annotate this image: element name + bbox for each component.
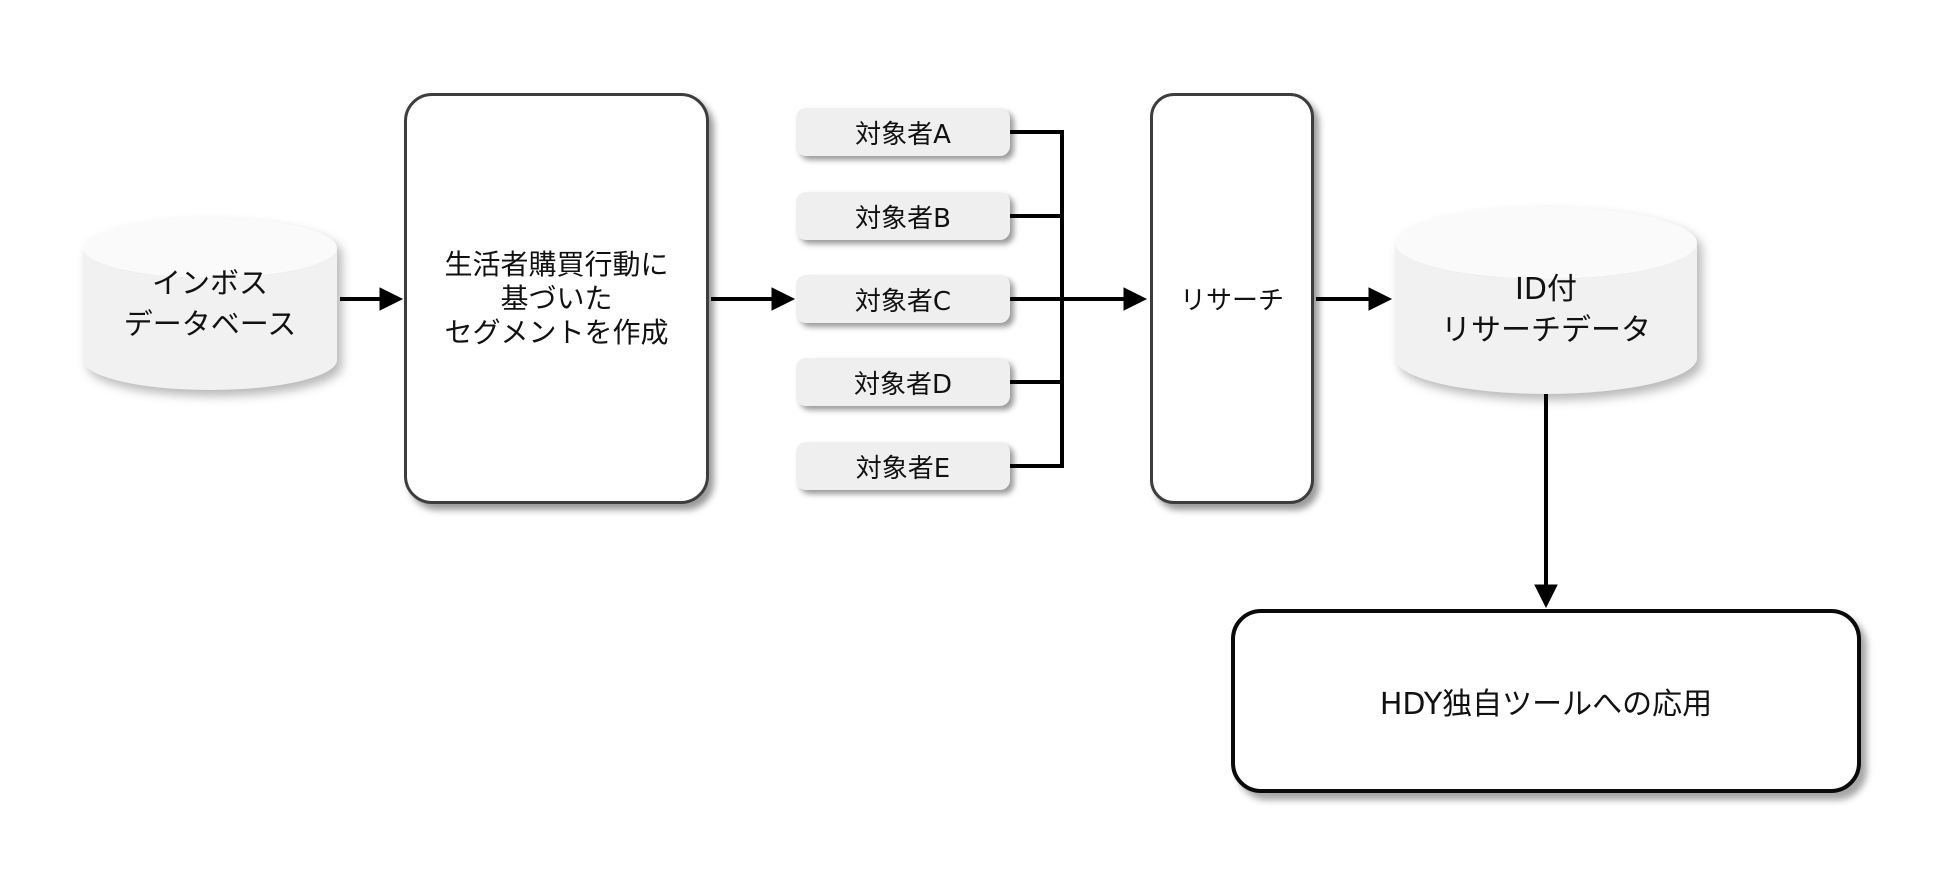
application-box: HDY独自ツールへの応用	[1231, 609, 1861, 793]
application-label: HDY独自ツールへの応用	[1379, 687, 1713, 722]
arrowhead-icon	[1368, 287, 1393, 311]
target-box-a: 対象者A	[796, 108, 1010, 156]
cylinder-top-ellipse	[1395, 207, 1697, 279]
arrowhead-icon	[1534, 584, 1558, 609]
source-database-label: インボス データベース	[83, 262, 337, 346]
segment-line1: 生活者購買行動に	[444, 247, 669, 281]
segment-line3: セグメントを作成	[444, 315, 669, 349]
target-label: 対象者C	[854, 286, 952, 317]
arrow-research-to-db	[1316, 287, 1393, 311]
arrow-bus-to-research	[1062, 287, 1148, 311]
arrow-db-to-application	[1534, 394, 1558, 609]
segment-creation-box: 生活者購買行動に 基づいた セグメントを作成	[404, 93, 709, 504]
arrow-source-to-segment	[340, 287, 404, 311]
source-database-line2: データベース	[123, 307, 297, 341]
source-database-line1: インボス	[151, 266, 268, 300]
cylinder-body	[1395, 243, 1697, 394]
target-bus-connectors	[1010, 130, 1064, 468]
research-database-cylinder	[1395, 207, 1697, 394]
target-box-d: 対象者D	[796, 358, 1010, 406]
arrowhead-icon	[771, 287, 796, 311]
research-database-label: ID付 リサーチデータ	[1395, 268, 1697, 352]
target-label: 対象者B	[855, 203, 951, 234]
target-box-b: 対象者B	[796, 192, 1010, 240]
arrowhead-icon	[379, 287, 404, 311]
arrowhead-icon	[1123, 287, 1148, 311]
source-database-cylinder	[83, 218, 337, 390]
segment-creation-label: 生活者購買行動に 基づいた セグメントを作成	[444, 248, 668, 350]
segment-line2: 基づいた	[500, 281, 613, 315]
cylinder-body	[83, 248, 337, 390]
research-box: リサーチ	[1150, 93, 1314, 504]
target-label: 対象者D	[853, 369, 953, 400]
target-box-e: 対象者E	[796, 442, 1010, 490]
target-label: 対象者A	[855, 119, 951, 150]
research-db-line1: ID付	[1515, 272, 1577, 307]
cylinder-top-ellipse	[83, 218, 337, 278]
arrow-segment-to-targets	[711, 287, 796, 311]
research-db-line2: リサーチデータ	[1441, 313, 1651, 348]
research-label: リサーチ	[1179, 286, 1284, 316]
target-label: 対象者E	[855, 453, 951, 484]
target-box-c: 対象者C	[796, 275, 1010, 323]
